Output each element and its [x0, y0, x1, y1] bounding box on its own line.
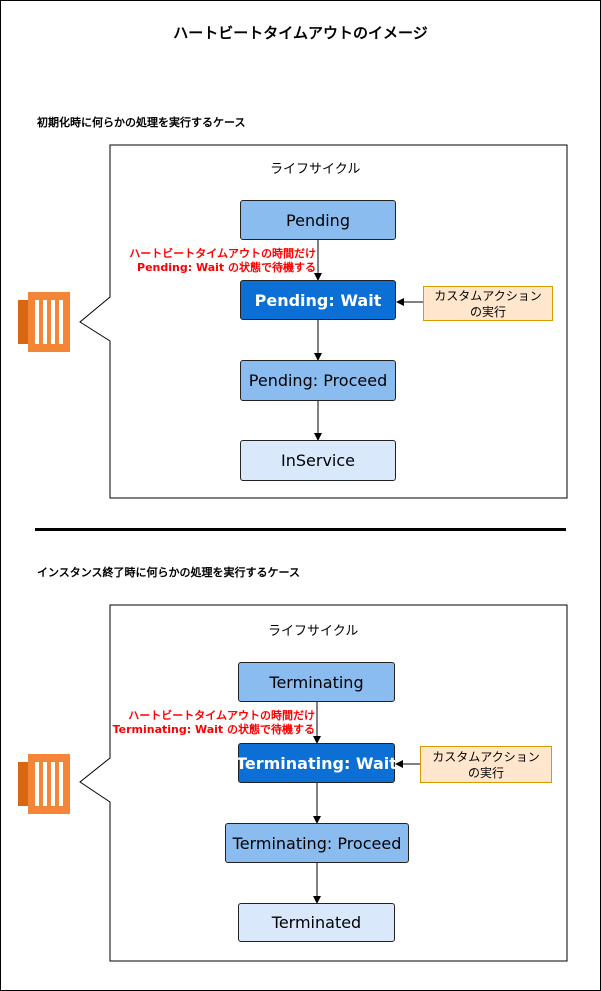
note-line: ハートビートタイムアウトの時間だけ: [128, 709, 315, 722]
ec2-instance-icon: [18, 754, 70, 814]
page-title: ハートビートタイムアウトのイメージ: [173, 24, 428, 42]
section-divider: [35, 528, 566, 531]
note-line: Pending: Wait の状態で待機する: [137, 261, 316, 274]
custom-action-box-1: カスタムアクション の実行: [423, 286, 553, 321]
custom-action-box-2: カスタムアクション の実行: [420, 746, 552, 783]
ec2-instance-icon: [18, 292, 70, 352]
note-line: ハートビートタイムアウトの時間だけ: [129, 247, 316, 260]
state-pending-wait: Pending: Wait: [240, 280, 396, 320]
heartbeat-note-1: ハートビートタイムアウトの時間だけ Pending: Wait の状態で待機する: [96, 247, 316, 275]
action-line: カスタムアクション: [432, 749, 540, 764]
state-terminating-proceed: Terminating: Proceed: [225, 823, 409, 863]
heartbeat-note-2: ハートビートタイムアウトの時間だけ Terminating: Wait の状態で…: [86, 709, 315, 737]
state-pending-proceed: Pending: Proceed: [240, 360, 396, 401]
action-line: の実行: [469, 304, 506, 319]
section-2-heading: インスタンス終了時に何らかの処理を実行するケース: [37, 566, 301, 579]
section-1-heading: 初期化時に何らかの処理を実行するケース: [37, 116, 246, 129]
action-line: カスタムアクション: [434, 288, 542, 303]
note-line: Terminating: Wait の状態で待機する: [112, 723, 315, 736]
lifecycle-container-1: [79, 144, 568, 499]
action-line: の実行: [467, 765, 504, 780]
state-terminating-wait: Terminating: Wait: [236, 743, 397, 783]
lifecycle-label-2: ライフサイクル: [268, 624, 359, 639]
state-terminating: Terminating: [238, 662, 395, 702]
lifecycle-container-2: [79, 604, 568, 962]
lifecycle-label-1: ライフサイクル: [270, 162, 361, 177]
state-inservice: InService: [240, 440, 396, 481]
state-terminated: Terminated: [238, 903, 395, 942]
state-pending: Pending: [240, 200, 396, 240]
